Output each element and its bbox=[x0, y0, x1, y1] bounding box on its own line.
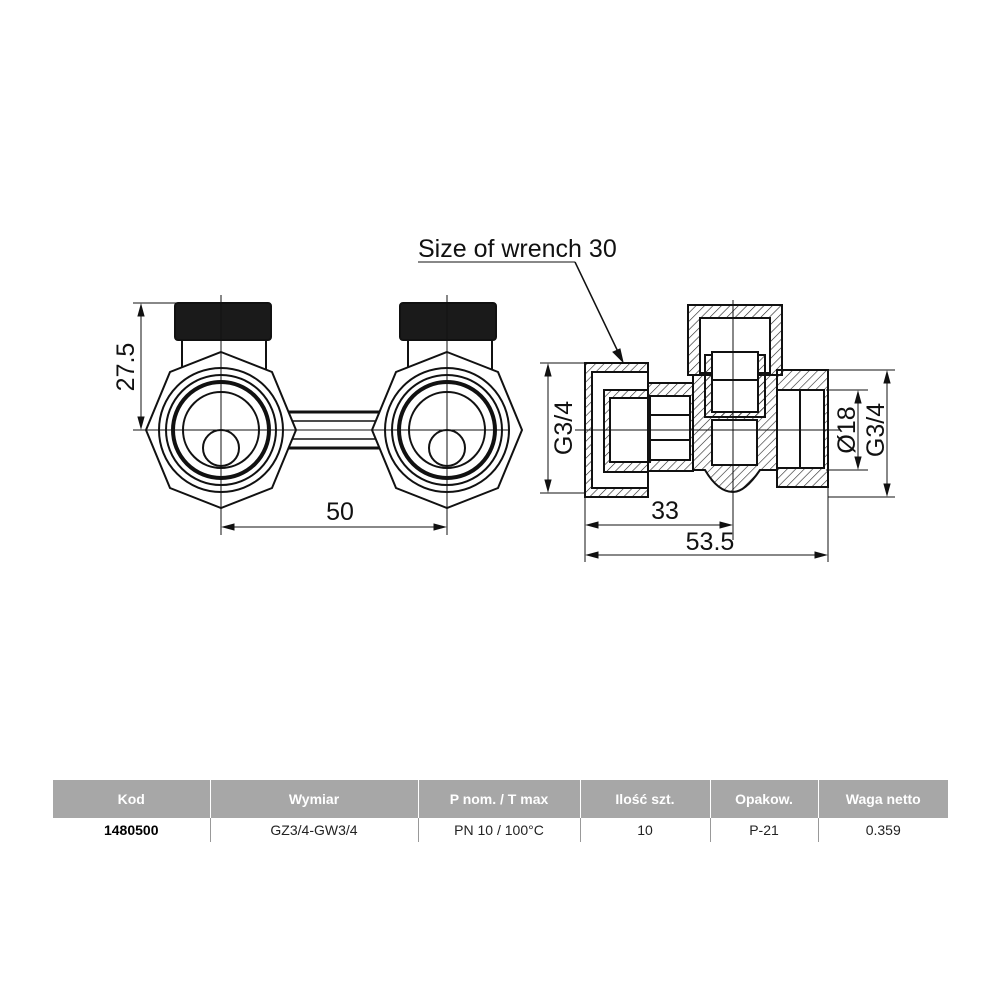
header-quantity: Ilość szt. bbox=[580, 780, 711, 818]
technical-drawing: 27.5 50 bbox=[112, 235, 895, 562]
cell-net-weight: 0.359 bbox=[865, 822, 901, 838]
dim-inner-diameter-label: Ø18 bbox=[833, 406, 861, 453]
front-view bbox=[133, 295, 524, 535]
section-view bbox=[584, 304, 829, 498]
dim-height-label: 27.5 bbox=[112, 343, 140, 392]
cell-wymiar: GZ3/4-GW3/4 bbox=[210, 818, 419, 842]
spec-table: Kod Wymiar P nom. / T max Ilość szt. Opa… bbox=[53, 780, 948, 842]
cell-pressure-temp: PN 10 / 100°C bbox=[418, 818, 581, 842]
dim-overall-length-label: 53.5 bbox=[686, 528, 735, 556]
callout-wrench-size: Size of wrench 30 bbox=[418, 235, 617, 263]
cell-packaging: P-21 bbox=[710, 818, 819, 842]
header-pressure-temp: P nom. / T max bbox=[418, 780, 581, 818]
table-header-row: Kod Wymiar P nom. / T max Ilość szt. Opa… bbox=[53, 780, 948, 818]
dim-center-offset-label: 33 bbox=[651, 497, 679, 525]
dim-left-thread-label: G3/4 bbox=[550, 401, 578, 455]
header-wymiar: Wymiar bbox=[210, 780, 419, 818]
table-row: 1480500 GZ3/4-GW3/4 PN 10 / 100°C 10 P-2… bbox=[53, 818, 948, 842]
cell-kod: 1480500 bbox=[53, 818, 211, 842]
dim-right-thread-label: G3/4 bbox=[862, 403, 890, 457]
dim-spacing-label: 50 bbox=[326, 498, 354, 526]
header-kod: Kod bbox=[53, 780, 211, 818]
cell-quantity: 10 bbox=[580, 818, 711, 842]
header-net-weight: Waga netto bbox=[818, 780, 948, 818]
header-packaging: Opakow. bbox=[710, 780, 819, 818]
